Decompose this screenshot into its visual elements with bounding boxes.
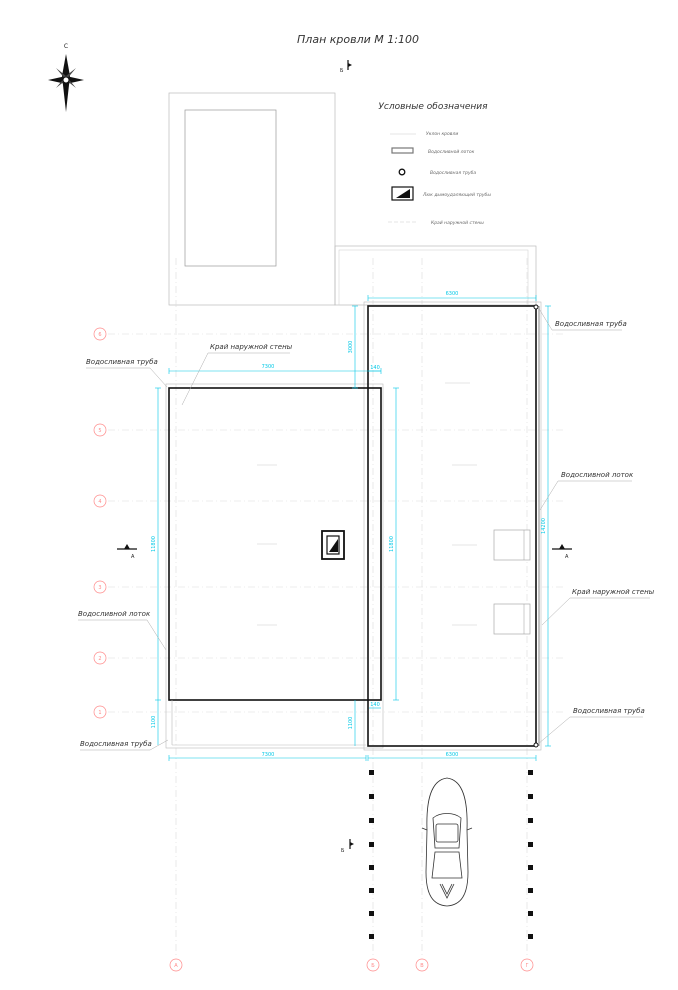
upper-building-inner <box>184 109 277 267</box>
section-mark-b-top <box>347 60 352 70</box>
section-mark-a-left <box>117 544 137 550</box>
skylight-upper <box>493 529 531 561</box>
slope-marks <box>257 382 477 626</box>
legend-item-label: Край наружной стены <box>431 220 484 226</box>
dim-inner-height: 11800 <box>389 536 395 552</box>
axis-grid <box>108 258 566 958</box>
callout-wall-edge-right: Край наружной стены <box>572 588 655 596</box>
axis-col-label: А <box>174 963 178 969</box>
legend-pipe-symbol <box>398 168 406 176</box>
chimney-hatch-icon <box>321 530 345 560</box>
callout-gutter-left: Водосливной лоток <box>78 610 151 618</box>
dim-right-height: 14200 <box>541 518 547 534</box>
callout-pipe-top-left: Водосливная труба <box>86 358 158 366</box>
legend-gutter-symbol <box>391 147 414 154</box>
callout-wall-edge-top: Край наружной стены <box>210 343 293 351</box>
parking-bollards-right <box>528 770 533 939</box>
dim-top-right-width: 6300 <box>446 291 459 297</box>
row-axis-markers <box>93 327 107 719</box>
axis-col-label: В <box>420 963 424 969</box>
axis-row-label: 6 <box>98 332 101 338</box>
dim-bottom-left-width: 7300 <box>262 752 275 758</box>
column-axis-markers <box>169 958 534 972</box>
legend-item-label: Уклон кровли <box>426 131 458 137</box>
dim-small-bottom: 140 <box>370 702 380 708</box>
parking-bollards-left <box>369 770 374 939</box>
connector-outline <box>334 245 537 306</box>
drawing-title: План кровли М 1:100 <box>297 33 419 46</box>
dim-bottom-mid-vert: 1100 <box>348 717 354 730</box>
callout-gutter-right: Водосливной лоток <box>561 471 634 479</box>
dim-small-top: 140 <box>370 365 380 371</box>
axis-row-label: 3 <box>98 585 101 591</box>
dim-left-height: 11800 <box>151 536 157 552</box>
right-roof <box>367 305 537 747</box>
upper-building-outline <box>168 92 336 306</box>
legend-heading: Условные обозначения <box>378 102 488 112</box>
compass-icon <box>48 54 84 112</box>
legend-item-label: Водосливная труба <box>430 170 476 176</box>
callout-pipe-bottom-left: Водосливная труба <box>80 740 152 748</box>
skylight-lower <box>493 603 531 635</box>
callout-leaders <box>78 306 650 751</box>
callout-pipe-top-right: Водосливная труба <box>555 320 627 328</box>
dim-bottom-right-width: 6300 <box>446 752 459 758</box>
section-mark-b-bottom <box>349 839 354 849</box>
axis-row-label: 4 <box>98 499 101 505</box>
section-b-top-label: Б <box>340 68 344 74</box>
legend-item-label: Люк дымоудаляющей трубы <box>422 192 491 198</box>
car-icon <box>421 777 473 907</box>
left-wall-edge <box>165 383 384 749</box>
callout-pipe-bottom-right: Водосливная труба <box>573 707 645 715</box>
left-roof <box>168 387 382 701</box>
section-mark-a-right <box>552 544 572 550</box>
axis-col-label: Б <box>371 963 375 969</box>
legend-hatch-symbol <box>391 186 414 201</box>
section-a-left-label: А <box>131 554 135 560</box>
dim-bottom-left-vert: 1100 <box>151 716 157 729</box>
axis-row-label: 5 <box>98 428 101 434</box>
axis-col-label: Г <box>525 963 528 969</box>
axis-row-label: 1 <box>98 710 101 716</box>
dimension-lines <box>155 295 551 761</box>
section-b-bottom-label: Б <box>341 848 345 854</box>
dim-vertical-upper: 3000 <box>348 341 354 354</box>
section-a-right-label: А <box>565 554 569 560</box>
right-wall-edge <box>363 301 542 751</box>
compass-letter: С <box>64 43 68 50</box>
axis-row-label: 2 <box>98 656 101 662</box>
legend-item-label: Водосливной лоток <box>428 149 475 155</box>
dim-main-top-width: 7300 <box>262 364 275 370</box>
